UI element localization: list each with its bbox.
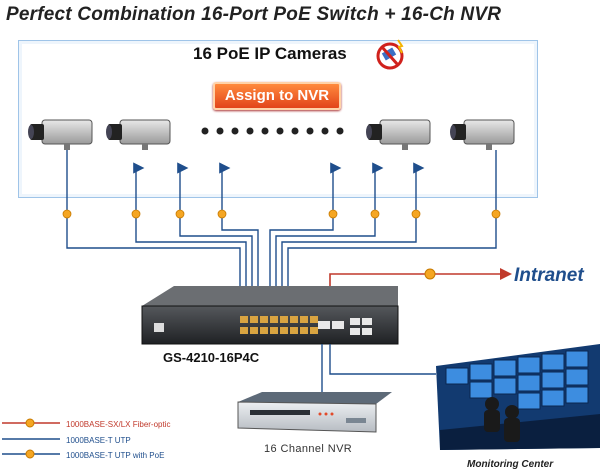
more-cameras-ellipsis — [201, 127, 344, 135]
nvr-recorder-icon — [237, 392, 392, 433]
assign-to-nvr-button[interactable]: Assign to NVR — [213, 82, 341, 110]
page-title: Perfect Combination 16-Port PoE Switch +… — [6, 4, 502, 25]
no-power-plug-icon — [376, 39, 404, 70]
intranet-label: Intranet — [514, 265, 584, 286]
ip-camera-icon — [28, 119, 93, 150]
nvr-label: 16 Channel NVR — [264, 443, 353, 455]
legend-fiber-label: 1000BASE-SX/LX Fiber-optic — [66, 420, 171, 429]
legend-utp-label: 1000BASE-T UTP — [66, 436, 131, 445]
poe-badge-icon — [62, 209, 501, 219]
ip-camera-icon — [450, 119, 515, 150]
monitoring-center-icon — [436, 344, 600, 450]
utp-links — [321, 344, 436, 392]
ip-camera-icon — [366, 119, 431, 150]
ethernet-switch-icon — [141, 286, 399, 345]
camera-panel — [18, 40, 538, 198]
camera-panel-title: 16 PoE IP Cameras — [193, 44, 347, 63]
monitoring-center-label: Monitoring Center — [467, 459, 554, 470]
legend-poe-label: 1000BASE-T UTP with PoE — [66, 451, 165, 460]
poe-cables — [66, 150, 497, 296]
legend-swatches — [2, 418, 60, 459]
switch-model-label: GS-4210-16P4C — [163, 350, 260, 365]
ip-camera-icon — [106, 119, 171, 150]
